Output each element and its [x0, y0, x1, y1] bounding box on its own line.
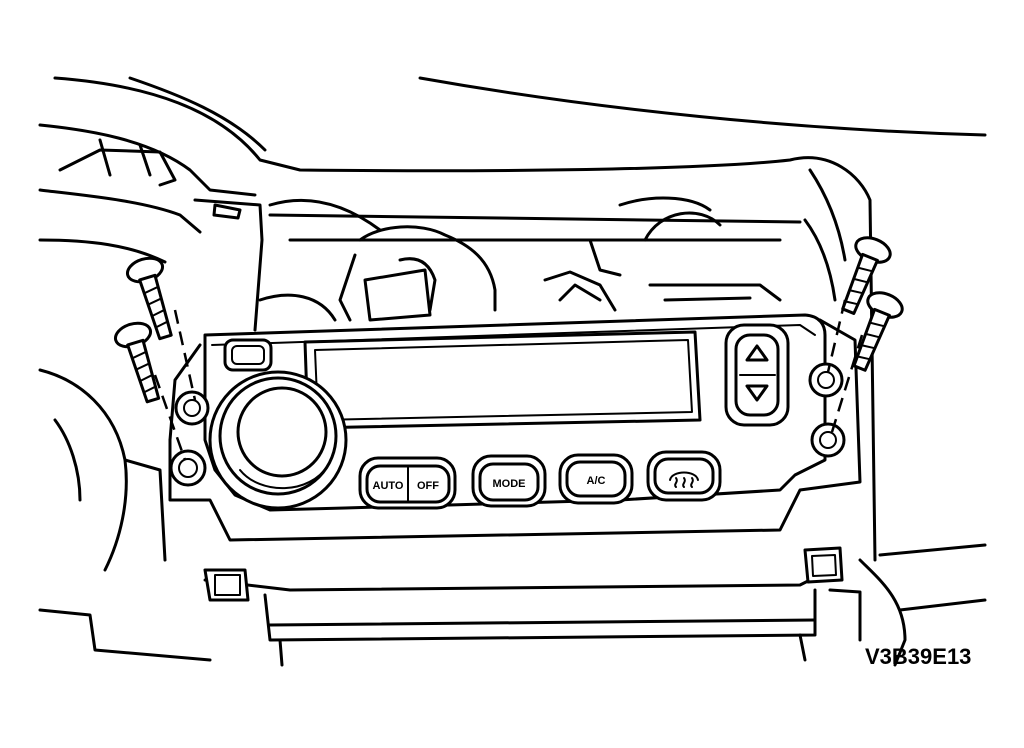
- mounting-hole-right-upper: [808, 362, 844, 398]
- panel-small-button[interactable]: [223, 338, 273, 372]
- off-label: OFF: [417, 480, 439, 492]
- bottom-right-clip: [803, 546, 844, 584]
- mounting-holes: [169, 362, 846, 487]
- screw-icon: [113, 236, 904, 404]
- mounting-hole-left-lower: [169, 449, 207, 487]
- bottom-left-clip: [203, 568, 250, 602]
- ac-button[interactable]: A/C: [558, 453, 634, 505]
- mode-button[interactable]: MODE: [471, 454, 547, 508]
- temperature-knob[interactable]: [208, 370, 348, 510]
- screw-left-upper: [125, 256, 173, 341]
- ac-label: A/C: [587, 475, 606, 487]
- screw-right-upper: [841, 236, 892, 315]
- interior-components: [258, 196, 802, 322]
- screw-alignment-lines: [153, 299, 864, 461]
- rear-defrost-icon: [669, 471, 699, 488]
- dashboard-outline: [38, 76, 987, 667]
- auto-label: AUTO: [373, 480, 404, 492]
- climate-control-panel: AUTO OFF MODE A/C: [203, 313, 827, 512]
- figure-code: V3B39E13: [865, 644, 971, 669]
- mounting-hole-left-upper: [174, 390, 210, 426]
- mode-label: MODE: [493, 478, 526, 490]
- auto-off-button[interactable]: AUTO OFF: [358, 456, 457, 510]
- screw-right-lower: [852, 291, 904, 372]
- triangle-down-icon: [745, 384, 769, 402]
- temperature-rocker[interactable]: [724, 323, 790, 427]
- mounting-hole-right-lower: [810, 422, 846, 458]
- screw-left-lower: [113, 321, 161, 404]
- rear-defrost-button[interactable]: [646, 450, 722, 502]
- triangle-up-icon: [745, 344, 769, 362]
